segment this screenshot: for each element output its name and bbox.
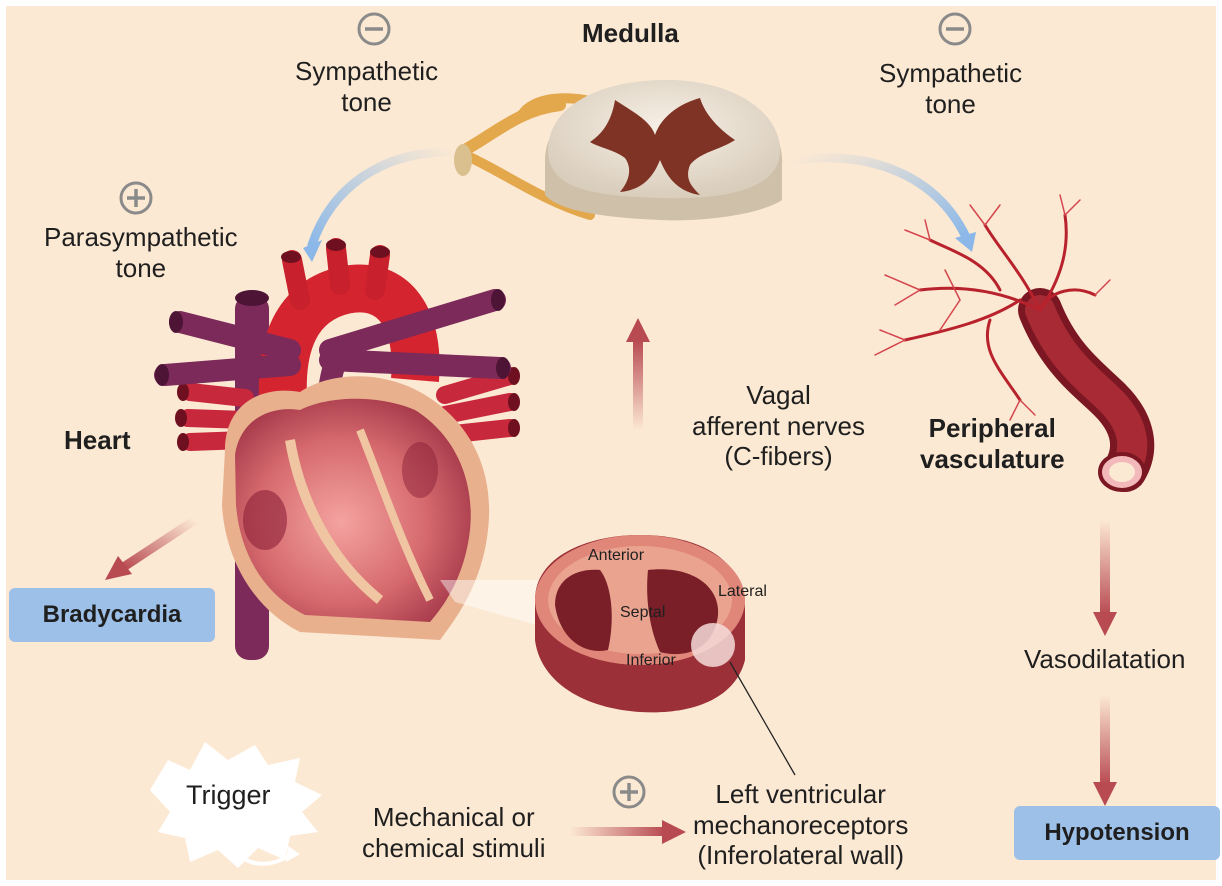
vasodilatation-label: Vasodilatation [1024,644,1185,675]
label-line: (C-fibers) [692,441,865,472]
label-line: Sympathetic [879,58,1022,89]
sympathetic-tone-left-label: Sympathetic tone [295,56,438,117]
medulla-label: Medulla [582,18,679,49]
lateral-label: Lateral [718,583,767,602]
label-line: vasculature [920,444,1065,475]
label-line: Parasympathetic [44,222,238,253]
vagal-afferent-label: Vagal afferent nerves (C-fibers) [692,380,865,472]
sympathetic-tone-right-label: Sympathetic tone [879,58,1022,119]
label-line: afferent nerves [692,411,865,442]
peripheral-vasculature-label: Peripheral vasculature [920,413,1065,474]
anterior-label: Anterior [588,547,644,566]
bradycardia-box: Bradycardia [9,588,215,642]
label-line: (Inferolateral wall) [693,840,908,871]
label-line: tone [879,89,1022,120]
inferior-label: Inferior [626,652,676,671]
label-line: tone [44,253,238,284]
trigger-label: Trigger [186,780,271,812]
septal-label: Septal [620,604,665,623]
label-line: chemical stimuli [362,833,546,864]
label-line: Vagal [692,380,865,411]
mechanoreceptors-label: Left ventricular mechanoreceptors (Infer… [693,779,908,871]
stimuli-label: Mechanical or chemical stimuli [362,802,546,863]
parasympathetic-tone-label: Parasympathetic tone [44,222,238,283]
label-line: tone [295,87,438,118]
label-line: Peripheral [920,413,1065,444]
label-line: Left ventricular [693,779,908,810]
hypotension-box: Hypotension [1014,806,1220,860]
label-line: Mechanical or [362,802,546,833]
label-line: Sympathetic [295,56,438,87]
label-line: mechanoreceptors [693,810,908,841]
heart-label: Heart [64,425,130,456]
